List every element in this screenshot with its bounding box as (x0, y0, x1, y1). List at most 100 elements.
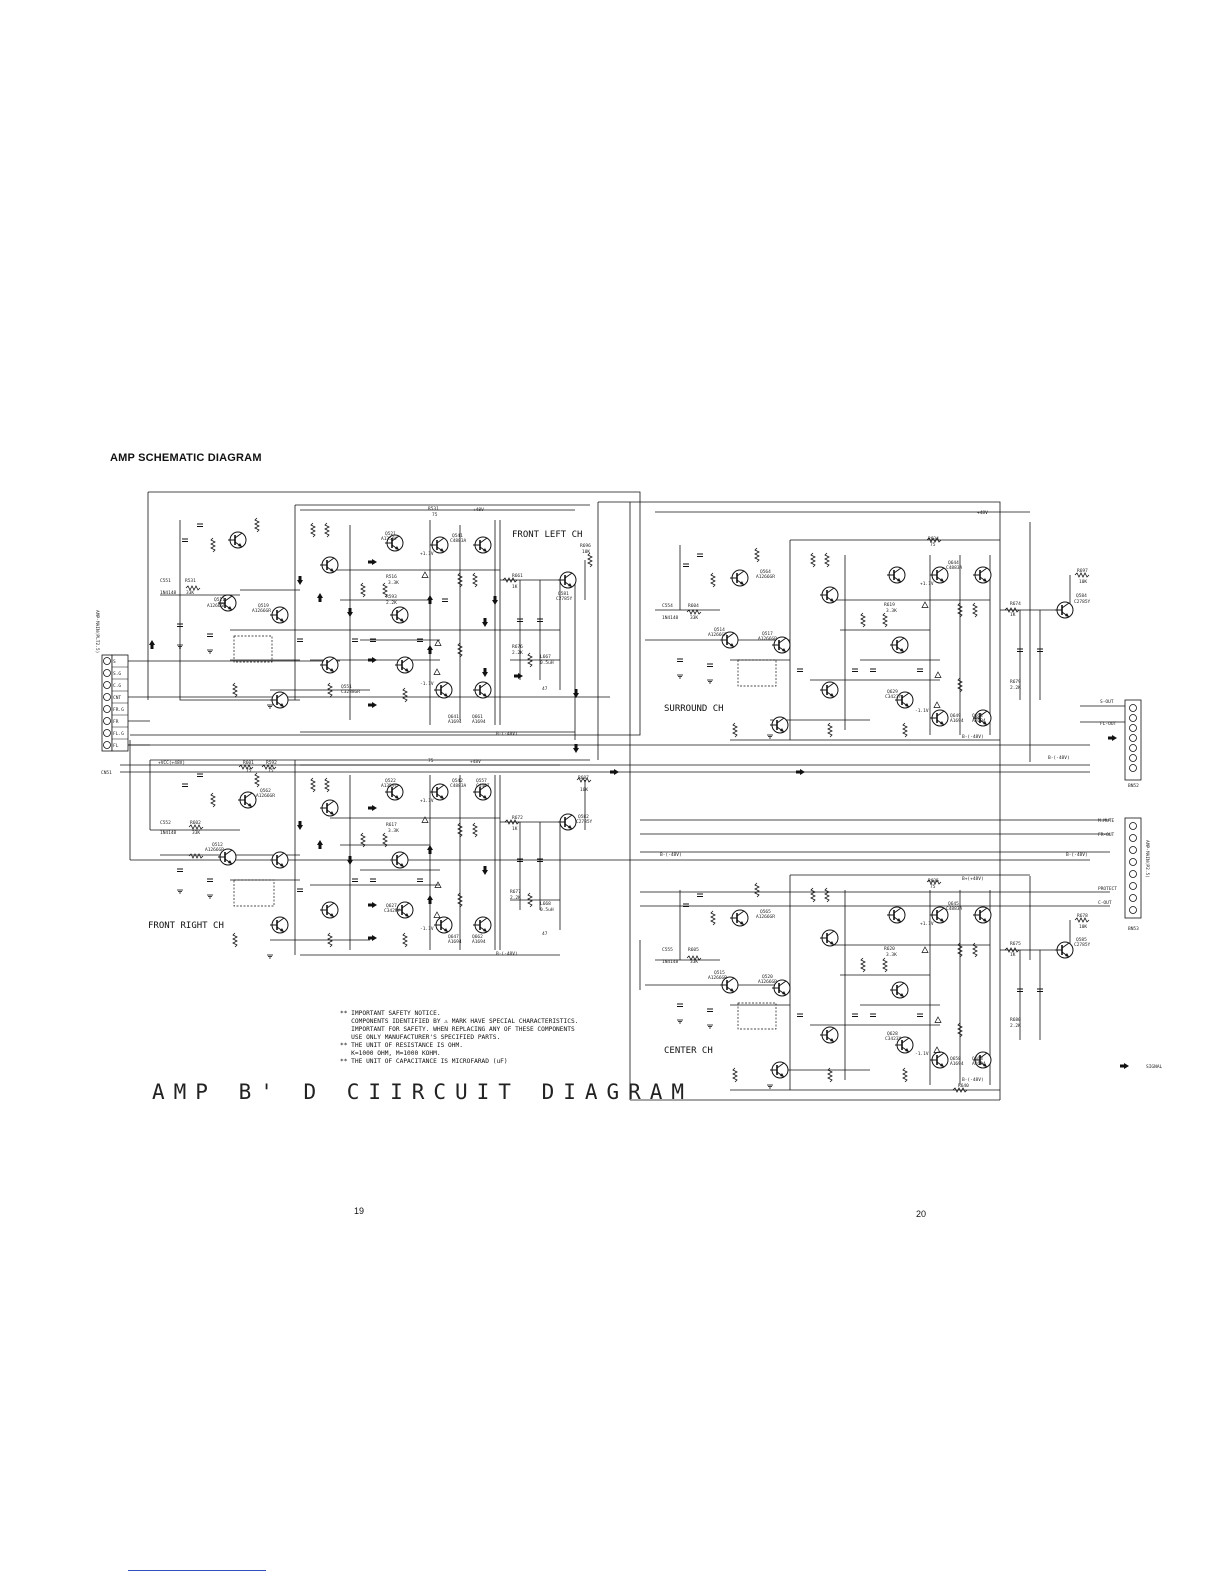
svg-text:L667: L667 (540, 654, 551, 660)
frame-wiring (110, 491, 1125, 1101)
svg-text:R516: R516 (386, 574, 397, 580)
surround-label: SURROUND CH (664, 704, 724, 714)
svg-text:2.2K: 2.2K (1010, 685, 1021, 691)
svg-text:R679: R679 (1010, 679, 1021, 685)
svg-text:+1.1V: +1.1V (920, 581, 934, 587)
svg-text:Q661: Q661 (472, 714, 483, 720)
svg-text:R620: R620 (884, 946, 895, 952)
svg-text:R697: R697 (1077, 568, 1088, 574)
cn51-side-label: AMP-MAIN(PLT2.5) (94, 610, 100, 653)
svg-text:R687: R687 (578, 775, 589, 781)
svg-text:R593: R593 (386, 594, 397, 600)
svg-text:10K: 10K (582, 549, 590, 555)
svg-text:Q581: Q581 (558, 591, 569, 597)
svg-text:75: 75 (930, 542, 936, 548)
page-number-left: 19 (354, 1206, 365, 1216)
bn53-pin-protect: PROTECT (1098, 886, 1117, 892)
svg-text:A1266GR: A1266GR (756, 914, 775, 920)
svg-text:C2785Y: C2785Y (1074, 942, 1091, 948)
svg-text:75: 75 (432, 512, 438, 518)
svg-text:C3423Y: C3423Y (885, 1036, 902, 1042)
cn51-pin-flg: FL.G (113, 731, 124, 737)
svg-text:Q519: Q519 (258, 603, 269, 609)
svg-text:1K: 1K (1010, 612, 1016, 618)
svg-text:Q649: Q649 (950, 713, 961, 719)
svg-text:R675: R675 (1010, 941, 1021, 947)
svg-text:Q542: Q542 (452, 778, 463, 784)
svg-text:C4883A: C4883A (450, 783, 467, 789)
svg-text:R619: R619 (884, 602, 895, 608)
svg-text:-1.1V: -1.1V (420, 681, 434, 687)
connector-bn52: S-OUT FL-OUT BN52 (1100, 699, 1142, 789)
svg-text:R531: R531 (185, 578, 196, 584)
svg-text:R635: R635 (928, 878, 939, 884)
svg-text:A1266GR: A1266GR (205, 847, 224, 853)
svg-text:R672: R672 (512, 815, 523, 821)
bn53-side-label: AMP-MAIN(P2.5) (1144, 840, 1150, 878)
svg-text:R640: R640 (958, 1083, 969, 1089)
svg-text:C3423Y: C3423Y (384, 908, 401, 914)
svg-text:R602: R602 (190, 820, 201, 826)
svg-text:33K: 33K (690, 959, 698, 965)
svg-text:Q517: Q517 (762, 631, 773, 637)
svg-text:R531: R531 (428, 506, 439, 512)
cn51-pin-frg: FR.G (113, 707, 124, 713)
svg-text:Q565: Q565 (760, 909, 771, 915)
svg-text:1N4148: 1N4148 (160, 590, 177, 596)
svg-text:1K: 1K (512, 584, 518, 590)
svg-text:B-(-48V): B-(-48V) (962, 734, 984, 740)
svg-text:Q522: Q522 (385, 778, 396, 784)
svg-text:2.2K: 2.2K (510, 895, 521, 901)
svg-text:Q551: Q551 (341, 684, 352, 690)
svg-text:Q514: Q514 (714, 627, 725, 633)
svg-text:33K: 33K (186, 590, 194, 596)
svg-text:75: 75 (930, 884, 936, 890)
signal-legend-label: SIGNAL (1146, 1064, 1163, 1070)
svg-text:1K: 1K (1010, 952, 1016, 958)
svg-text:+VCC(+48V): +VCC(+48V) (158, 760, 185, 766)
bn53-pin-fr-out: FR-OUT (1098, 832, 1115, 838)
bn52-pin-fl-out: FL-OUT (1100, 721, 1117, 727)
center-channel: CENTER CH B-(-48V) B-(-48V) B+(+48V) C55… (645, 852, 1091, 1093)
svg-text:0.5uH: 0.5uH (540, 660, 554, 666)
cn51-pin-fr: FR (113, 719, 119, 725)
svg-text:1N4148: 1N4148 (160, 830, 177, 836)
center-label: CENTER CH (664, 1046, 713, 1056)
svg-text:3.3K: 3.3K (886, 952, 897, 958)
bn52-label: BN52 (1128, 783, 1139, 789)
svg-text:C2785Y: C2785Y (576, 819, 593, 825)
svg-text:A1694: A1694 (972, 1061, 986, 1067)
svg-text:10K: 10K (580, 787, 588, 793)
svg-text:R605: R605 (688, 947, 699, 953)
bn53-pin-mmute: M.MUTE (1098, 818, 1115, 824)
svg-text:+48V: +48V (977, 510, 988, 516)
svg-text:L668: L668 (540, 901, 551, 907)
cn51-pin-s: S (113, 659, 116, 665)
svg-text:C552: C552 (160, 820, 171, 826)
svg-text:2.2K: 2.2K (386, 600, 397, 606)
svg-text:B-(-48V): B-(-48V) (1066, 852, 1088, 858)
svg-text:A1266GR: A1266GR (758, 979, 777, 985)
svg-text:Q647: Q647 (448, 934, 459, 940)
svg-text:1N4148: 1N4148 (662, 615, 679, 621)
svg-text:Q628: Q628 (887, 1031, 898, 1037)
svg-text:A1266GR: A1266GR (256, 793, 275, 799)
connector-cn51: S S.G C.G CNT FR.G FR FL.G FL CN51 AMP-M… (94, 610, 610, 776)
svg-text:Q658: Q658 (950, 1056, 961, 1062)
bn52-pin-s-out: S-OUT (1100, 699, 1114, 705)
safety-notes: ** IMPORTANT SAFETY NOTICE. COMPONENTS I… (340, 1010, 578, 1066)
svg-text:A1266GR: A1266GR (758, 636, 777, 642)
cn51-pin-cg: C.G (113, 683, 121, 689)
svg-text:47: 47 (542, 931, 548, 937)
note-line: ** IMPORTANT SAFETY NOTICE. (340, 1010, 441, 1017)
bn53-pin-c-out: C-OUT (1098, 900, 1112, 906)
svg-text:-1.1V: -1.1V (915, 1051, 929, 1057)
svg-text:+48V: +48V (473, 507, 484, 513)
svg-text:-1.1V: -1.1V (420, 926, 434, 932)
svg-text:C3288GR: C3288GR (341, 689, 360, 695)
svg-text:Q582: Q582 (578, 814, 589, 820)
svg-text:75: 75 (428, 758, 434, 764)
note-line: USE ONLY MANUFACTURER'S SPECIFIED PARTS. (340, 1034, 501, 1041)
svg-text:B-(-48V): B-(-48V) (496, 731, 518, 737)
